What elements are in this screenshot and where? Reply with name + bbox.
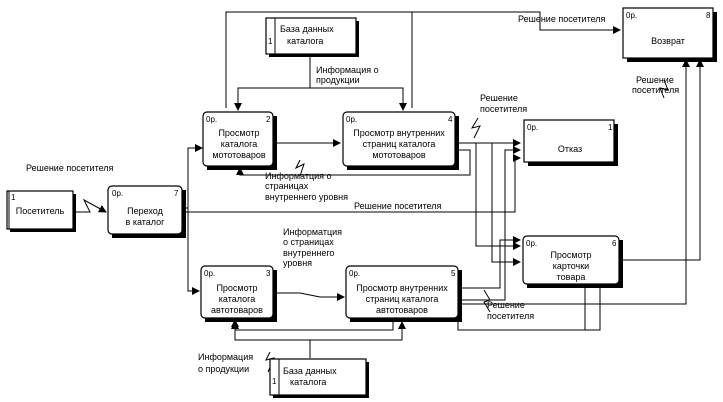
label-inner-auto-0: Информатция xyxy=(283,227,342,237)
box-catmoto-label-2: мототоваров xyxy=(212,150,266,160)
arrow-zig-return xyxy=(659,79,669,99)
label-product-info-bottom-0: Информация xyxy=(198,352,253,362)
box-visitor-num: 1 xyxy=(11,193,16,202)
arrow-visitor-to-goto xyxy=(74,198,107,213)
box-goto-num: 7 xyxy=(174,189,179,198)
box-refuse-label-0: Отказ xyxy=(558,144,582,154)
label-decision-bottom-0: Решение xyxy=(487,300,525,310)
label-inner-auto-1: о страницах xyxy=(283,237,334,247)
arrow-innmoto-down xyxy=(491,143,521,266)
arrow-top-loop xyxy=(225,11,413,108)
box-catauto-num: 3 xyxy=(266,269,271,278)
box-db-top-num: 1 xyxy=(268,37,273,46)
box-card-op: 0р. xyxy=(526,239,537,248)
box-refuse-op: 0р. xyxy=(527,123,538,132)
box-card-label-1: карточки xyxy=(553,261,589,271)
box-innmoto-label-1: страниц каталога xyxy=(363,139,436,149)
box-innmoto-label-0: Просмотр внутренних xyxy=(353,128,445,138)
box-catauto-op: 0р. xyxy=(204,269,215,278)
box-goto[interactable]: 0р. 7 Переход в каталог xyxy=(107,185,186,238)
arrow-innauto-to-refuse xyxy=(460,146,521,301)
box-catmoto-label-0: Просмотр xyxy=(218,128,259,138)
arrow-innmoto-zig xyxy=(294,159,305,177)
label-decision-refuse-1: посетителя xyxy=(480,104,527,114)
arrow-catauto-to-innauto xyxy=(277,292,345,301)
label-product-info-bottom-1: о продукции xyxy=(198,364,249,374)
box-catauto-label-0: Просмотр xyxy=(216,283,257,293)
box-catmoto[interactable]: 0р. 2 Просмотр каталога мототоваров xyxy=(202,111,277,170)
label-inner-moto-0: Информатция о xyxy=(265,171,332,181)
box-db-top-label-1: каталога xyxy=(287,36,323,46)
box-visitor[interactable]: 1 Посетитель xyxy=(6,190,76,232)
box-innauto-label-2: автотоваров xyxy=(376,305,428,315)
box-return-num: 8 xyxy=(706,11,711,20)
box-card-label-2: товара xyxy=(557,272,586,282)
box-innauto-op: 0р. xyxy=(349,269,360,278)
box-return-op: 0р. xyxy=(626,11,637,20)
label-decision-left: Решение посетителя xyxy=(26,163,114,173)
box-innmoto-op: 0р. xyxy=(346,115,357,124)
arrow-card-feedback xyxy=(457,287,601,331)
box-db-bottom-num: 1 xyxy=(272,377,277,386)
box-innmoto-num: 4 xyxy=(448,115,453,124)
arrow-db-top-down-2 xyxy=(310,87,407,111)
arrow-db-bottom-up xyxy=(231,321,311,358)
box-goto-label-1: в каталог xyxy=(126,217,166,227)
box-innauto[interactable]: 0р. 5 Просмотр внутренних страниц катало… xyxy=(345,265,462,322)
label-decision-top: Решение посетителя xyxy=(518,14,606,24)
label-decision-return-1: посетителя xyxy=(632,85,679,95)
box-innmoto-label-2: мототоваров xyxy=(372,150,426,160)
box-card-num: 6 xyxy=(612,239,617,248)
arrow-innmoto-down-2 xyxy=(475,143,521,250)
box-card[interactable]: 0р. 6 Просмотр карточки товара xyxy=(522,235,623,288)
box-db-bottom[interactable]: 1 База данных каталога xyxy=(269,358,369,398)
box-refuse-num: 1 xyxy=(608,123,613,132)
label-inner-moto-2: внутреннего уровня xyxy=(265,192,348,202)
label-decision-return-0: Решение xyxy=(636,75,674,85)
box-refuse[interactable]: 0р. 1 Отказ xyxy=(523,119,618,166)
label-decision-bottom-1: посетителя xyxy=(487,311,534,321)
box-return[interactable]: 0р. 8 Возврат xyxy=(622,7,717,62)
box-card-label-0: Просмотр xyxy=(550,250,591,260)
label-product-info-top-0: Информация о xyxy=(316,65,379,75)
box-goto-label-0: Переход xyxy=(127,206,163,216)
arrow-db-top-down xyxy=(234,50,311,111)
box-db-top-label-0: База данных xyxy=(280,24,334,34)
arrow-db-bottom-up-2 xyxy=(310,321,406,341)
arrow-innauto-to-card xyxy=(460,236,521,289)
arrow-card-to-return xyxy=(615,59,704,261)
arrow-goto-to-refuse xyxy=(183,154,521,213)
box-innauto-num: 5 xyxy=(451,269,456,278)
box-db-top[interactable]: 1 База данных каталога xyxy=(265,17,359,57)
arrow-innmoto-feedback xyxy=(236,149,471,176)
box-innauto-label-1: страниц каталога xyxy=(366,294,439,304)
box-goto-op: 0р. xyxy=(112,189,123,198)
label-inner-moto-1: страницах xyxy=(265,181,309,191)
box-return-label-0: Возврат xyxy=(651,36,685,46)
box-catauto-label-1: каталога xyxy=(219,294,255,304)
box-db-bottom-label-1: каталога xyxy=(290,377,326,387)
arrow-zig-bottom xyxy=(483,289,491,313)
arrow-goto-to-catauto xyxy=(187,208,200,295)
label-decision-refuse-0: Решение xyxy=(480,93,518,103)
box-catmoto-label-1: каталога xyxy=(221,139,257,149)
box-visitor-label-0: Посетитель xyxy=(16,206,65,216)
box-catauto-label-2: автотоваров xyxy=(211,305,263,315)
arrow-zig-refuse xyxy=(470,117,481,139)
box-innauto-label-0: Просмотр внутренних xyxy=(356,283,448,293)
box-db-bottom-label-0: База данных xyxy=(283,366,337,376)
box-catauto[interactable]: 0р. 3 Просмотр каталога автотоваров xyxy=(200,265,277,322)
label-product-info-top-1: продукции xyxy=(316,75,360,85)
arrow-labels: Решение посетителя Решение посетителя Ре… xyxy=(26,14,679,374)
arrow-innauto-to-return xyxy=(460,59,690,305)
arrow-top-to-return xyxy=(412,11,621,34)
label-inner-auto-2: внутреннего xyxy=(283,248,334,258)
box-catmoto-num: 2 xyxy=(266,115,271,124)
label-decision-mid: Решение посетителя xyxy=(354,201,442,211)
box-catmoto-op: 0р. xyxy=(206,115,217,124)
label-inner-auto-3: уровня xyxy=(283,258,312,268)
box-innmoto[interactable]: 0р. 4 Просмотр внутренних страниц катало… xyxy=(342,111,459,170)
